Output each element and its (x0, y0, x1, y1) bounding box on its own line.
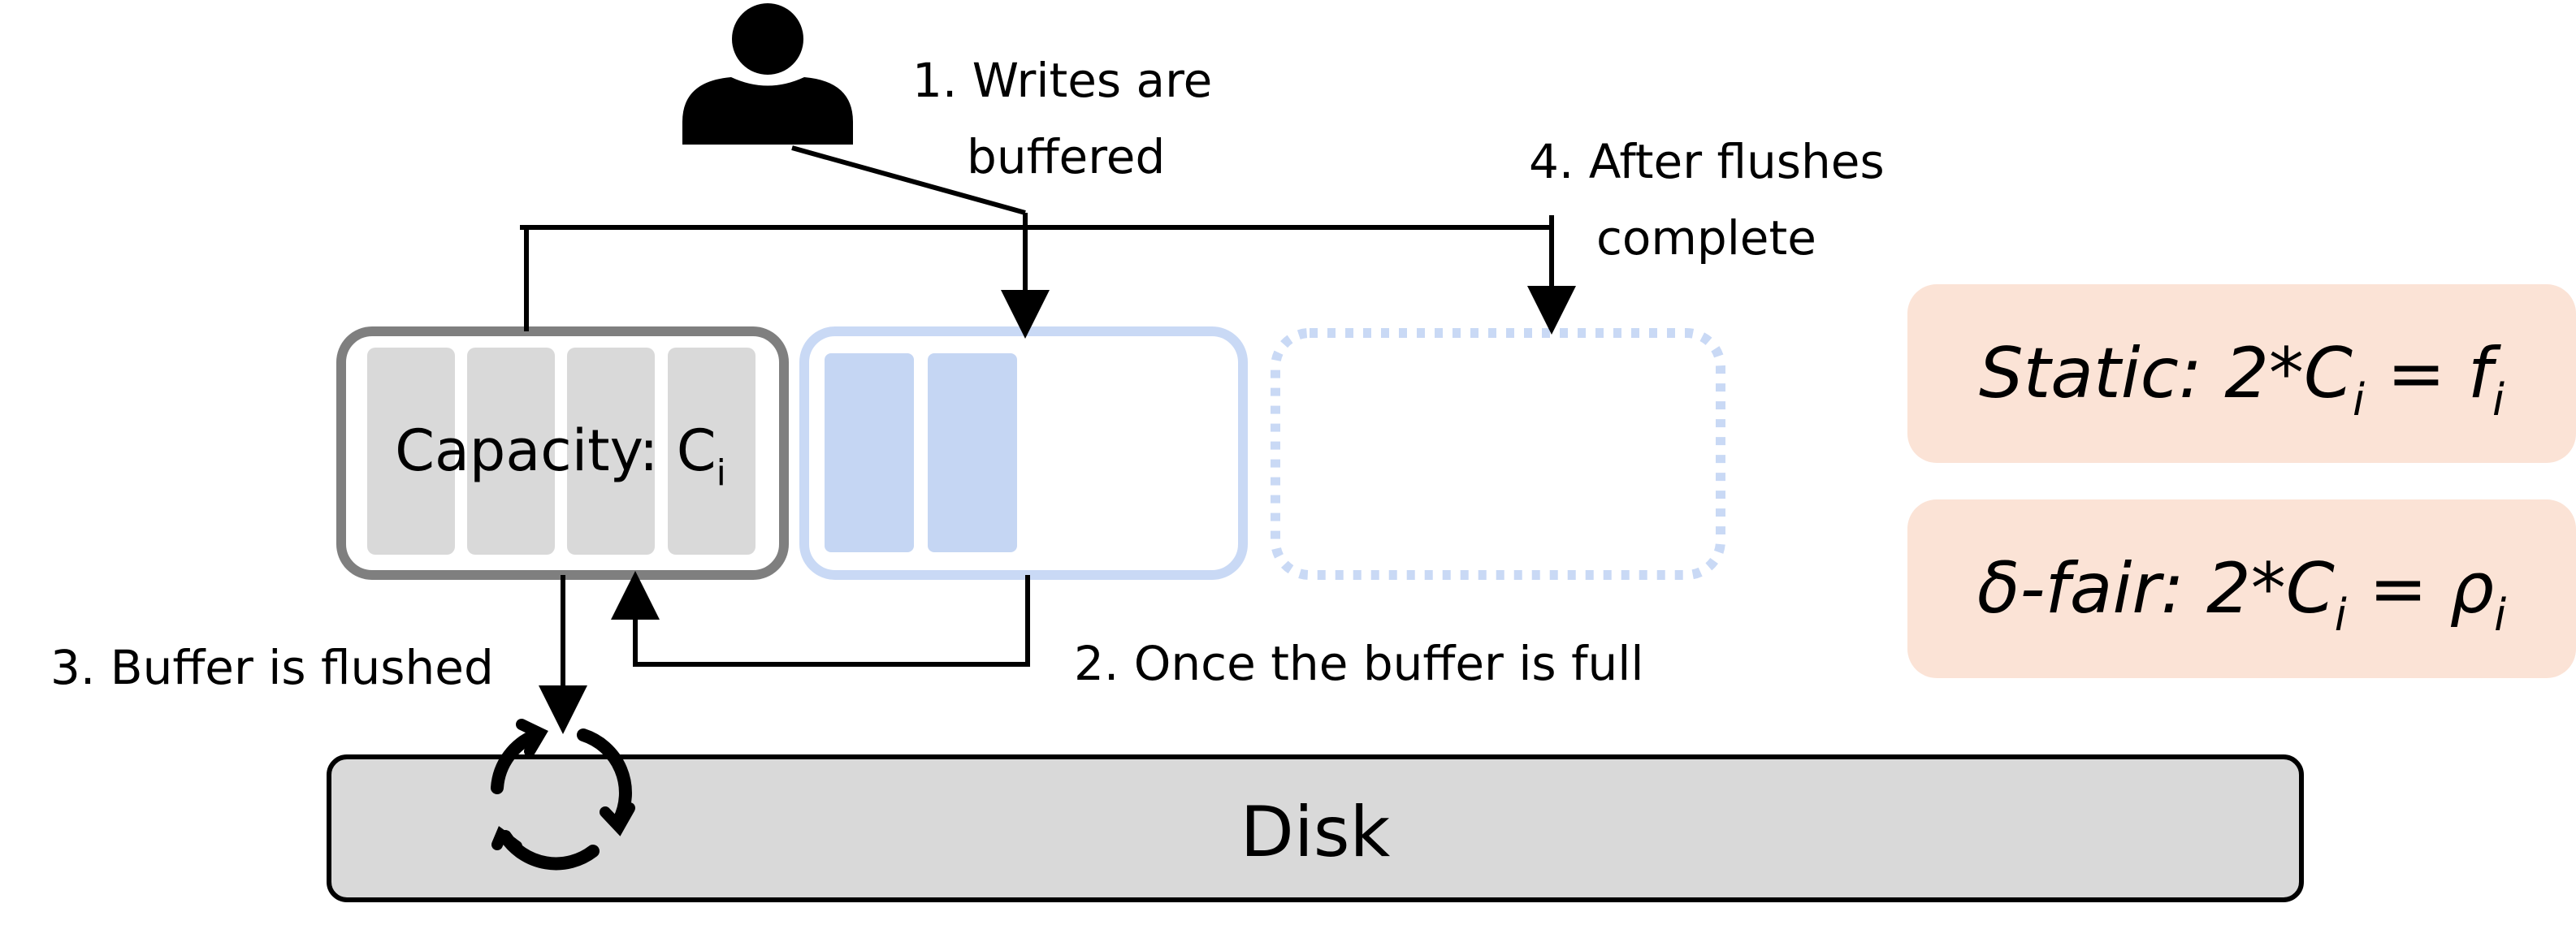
step1-label-line1: 1. Writes are (912, 53, 1213, 108)
step3-label: 3. Buffer is flushed (50, 640, 494, 695)
static-equation-box: Static: 2*Ci = fi (1907, 284, 2576, 463)
delta-fair-equation-box: δ-fair: 2*Ci = ρi (1907, 499, 2576, 678)
step4-label-line1: 4. After flushes (1529, 134, 1885, 189)
filling-buffer-slot (825, 353, 914, 552)
step1-label-line2: buffered (967, 129, 1166, 184)
disk (327, 754, 2304, 902)
active-buffer-slot (668, 348, 755, 555)
step4-label-line2: complete (1596, 210, 1816, 266)
active-buffer-slot (567, 348, 655, 555)
delta-fair-equation: δ-fair: 2*Ci = ρi (1976, 548, 2507, 641)
capacity-label: Capacity: Ci (395, 417, 726, 494)
step2-arrow (611, 571, 1030, 667)
filling-buffer-slot (928, 353, 1017, 552)
active-buffer-slot (367, 348, 455, 555)
routing-bar (524, 215, 1554, 331)
static-equation: Static: 2*Ci = fi (1978, 333, 2505, 426)
user-write-line (791, 145, 1026, 215)
active-buffer-slot (467, 348, 555, 555)
user-icon (682, 3, 853, 145)
step2-label: 2. Once the buffer is full (1074, 636, 1644, 691)
disk-label: Disk (1240, 792, 1391, 873)
refresh-icon (491, 719, 635, 871)
future-buffer (1271, 328, 1725, 580)
